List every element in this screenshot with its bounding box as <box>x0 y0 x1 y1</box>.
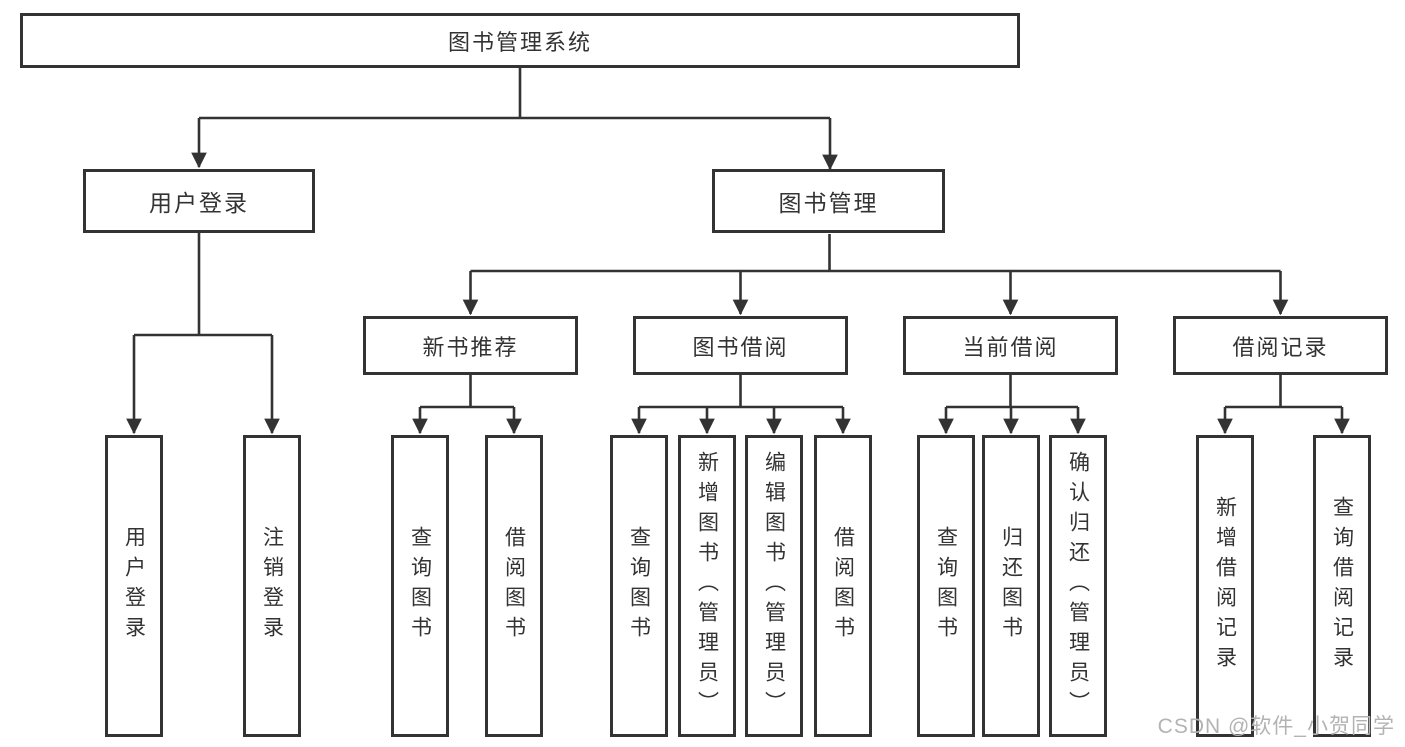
leaf-user-login: 用户登录 <box>105 435 163 737</box>
leaf-borrow-books: 借阅图书 <box>814 435 872 737</box>
csdn-watermark: CSDN @软件_小贺同学 <box>1157 715 1395 738</box>
node-root-system: 图书管理系统 <box>20 13 1020 68</box>
node-book-borrowing: 图书借阅 <box>633 316 848 375</box>
leaf-query-books-recommend: 查询图书 <box>391 435 449 737</box>
leaf-logout: 注销登录 <box>243 435 301 737</box>
leaf-borrow-books-recommend: 借阅图书 <box>485 435 543 737</box>
leaf-add-borrow-record: 新增借阅记录 <box>1196 435 1254 737</box>
leaf-query-books-current: 查询图书 <box>917 435 975 737</box>
leaf-return-book: 归还图书 <box>982 435 1040 737</box>
node-book-management-branch: 图书管理 <box>712 169 945 233</box>
node-user-login-branch: 用户登录 <box>83 169 315 233</box>
leaf-confirm-return-admin: 确认归还（管理员） <box>1049 435 1107 737</box>
node-new-book-recommendation: 新书推荐 <box>363 316 578 375</box>
leaf-edit-book-admin: 编辑图书（管理员） <box>745 435 803 737</box>
node-borrowing-records: 借阅记录 <box>1173 316 1388 375</box>
leaf-add-book-admin: 新增图书（管理员） <box>678 435 736 737</box>
leaf-query-books-borrow: 查询图书 <box>610 435 668 737</box>
leaf-query-borrow-record: 查询借阅记录 <box>1313 435 1371 737</box>
node-current-borrowing: 当前借阅 <box>903 316 1118 375</box>
